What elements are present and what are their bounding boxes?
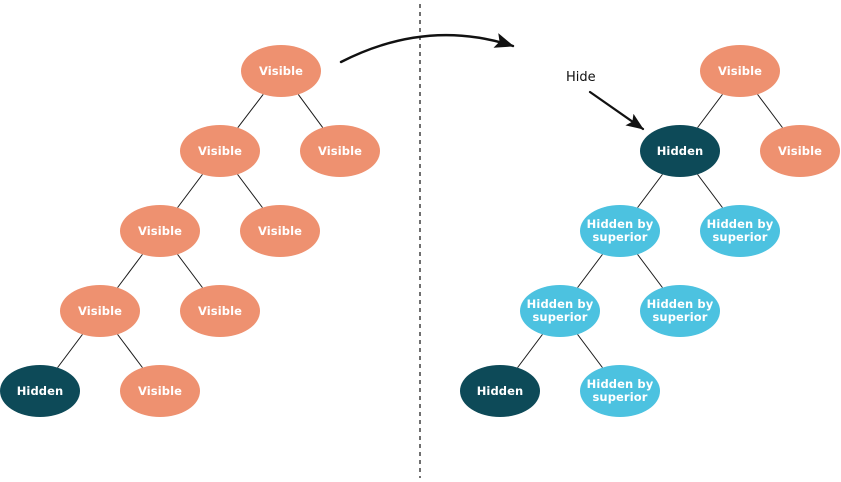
- tree-node-label: Visible: [197, 143, 243, 158]
- tree-node-label: Visible: [257, 223, 303, 238]
- tree-node-hidden[interactable]: Hidden: [0, 365, 80, 417]
- tree-node-visible[interactable]: Visible: [300, 125, 380, 177]
- tree-node-visible[interactable]: Visible: [241, 45, 321, 97]
- tree-edge: [57, 334, 83, 368]
- tree-node-label: Hidden: [476, 383, 524, 398]
- tree-node-label: Visible: [717, 63, 763, 78]
- tree-node-visible[interactable]: Visible: [180, 125, 260, 177]
- tree-node-visible[interactable]: Visible: [240, 205, 320, 257]
- tree-node-hiddenby[interactable]: Hidden by superior: [640, 285, 720, 337]
- tree-node-label: Visible: [777, 143, 823, 158]
- tree-node-hiddenby[interactable]: Hidden by superior: [520, 285, 600, 337]
- tree-node-hidden[interactable]: Hidden: [640, 125, 720, 177]
- tree-edge: [237, 174, 263, 208]
- hide-pointer-arrow: [588, 90, 645, 131]
- tree-node-label: Hidden by superior: [706, 217, 774, 244]
- tree-edge: [297, 94, 324, 128]
- tree-node-label: Visible: [258, 63, 304, 78]
- tree-node-label: Visible: [197, 303, 243, 318]
- tree-node-visible[interactable]: Visible: [120, 365, 200, 417]
- tree-node-hiddenby[interactable]: Hidden by superior: [580, 205, 660, 257]
- tree-edge: [697, 94, 723, 128]
- hide-annotation-label: Hide: [566, 70, 596, 85]
- tree-edge: [237, 93, 264, 129]
- tree-node-visible[interactable]: Visible: [120, 205, 200, 257]
- tree-node-hidden[interactable]: Hidden: [460, 365, 540, 417]
- tree-edge: [177, 254, 203, 288]
- transition-arrow: [339, 33, 515, 64]
- tree-edge: [117, 254, 143, 288]
- tree-node-label: Hidden by superior: [586, 217, 654, 244]
- tree-node-visible[interactable]: Visible: [60, 285, 140, 337]
- tree-edge: [637, 254, 663, 288]
- tree-edge: [637, 174, 663, 208]
- tree-node-label: Visible: [137, 383, 183, 398]
- tree-edge: [757, 94, 783, 128]
- tree-node-label: Hidden: [656, 143, 704, 158]
- tree-edge: [517, 334, 543, 368]
- tree-node-label: Visible: [137, 223, 183, 238]
- tree-node-hiddenby[interactable]: Hidden by superior: [700, 205, 780, 257]
- tree-edge: [577, 254, 603, 288]
- tree-node-label: Hidden by superior: [586, 377, 654, 404]
- tree-edge: [177, 174, 203, 208]
- tree-edge: [117, 334, 143, 368]
- tree-node-label: Hidden by superior: [646, 297, 714, 324]
- tree-node-label: Visible: [77, 303, 123, 318]
- tree-edge: [577, 334, 603, 368]
- tree-node-label: Hidden: [16, 383, 64, 398]
- tree-node-visible[interactable]: Visible: [180, 285, 260, 337]
- tree-node-label: Visible: [317, 143, 363, 158]
- tree-node-label: Hidden by superior: [526, 297, 594, 324]
- tree-node-visible[interactable]: Visible: [700, 45, 780, 97]
- tree-edge: [697, 174, 723, 208]
- tree-node-hiddenby[interactable]: Hidden by superior: [580, 365, 660, 417]
- tree-node-visible[interactable]: Visible: [760, 125, 840, 177]
